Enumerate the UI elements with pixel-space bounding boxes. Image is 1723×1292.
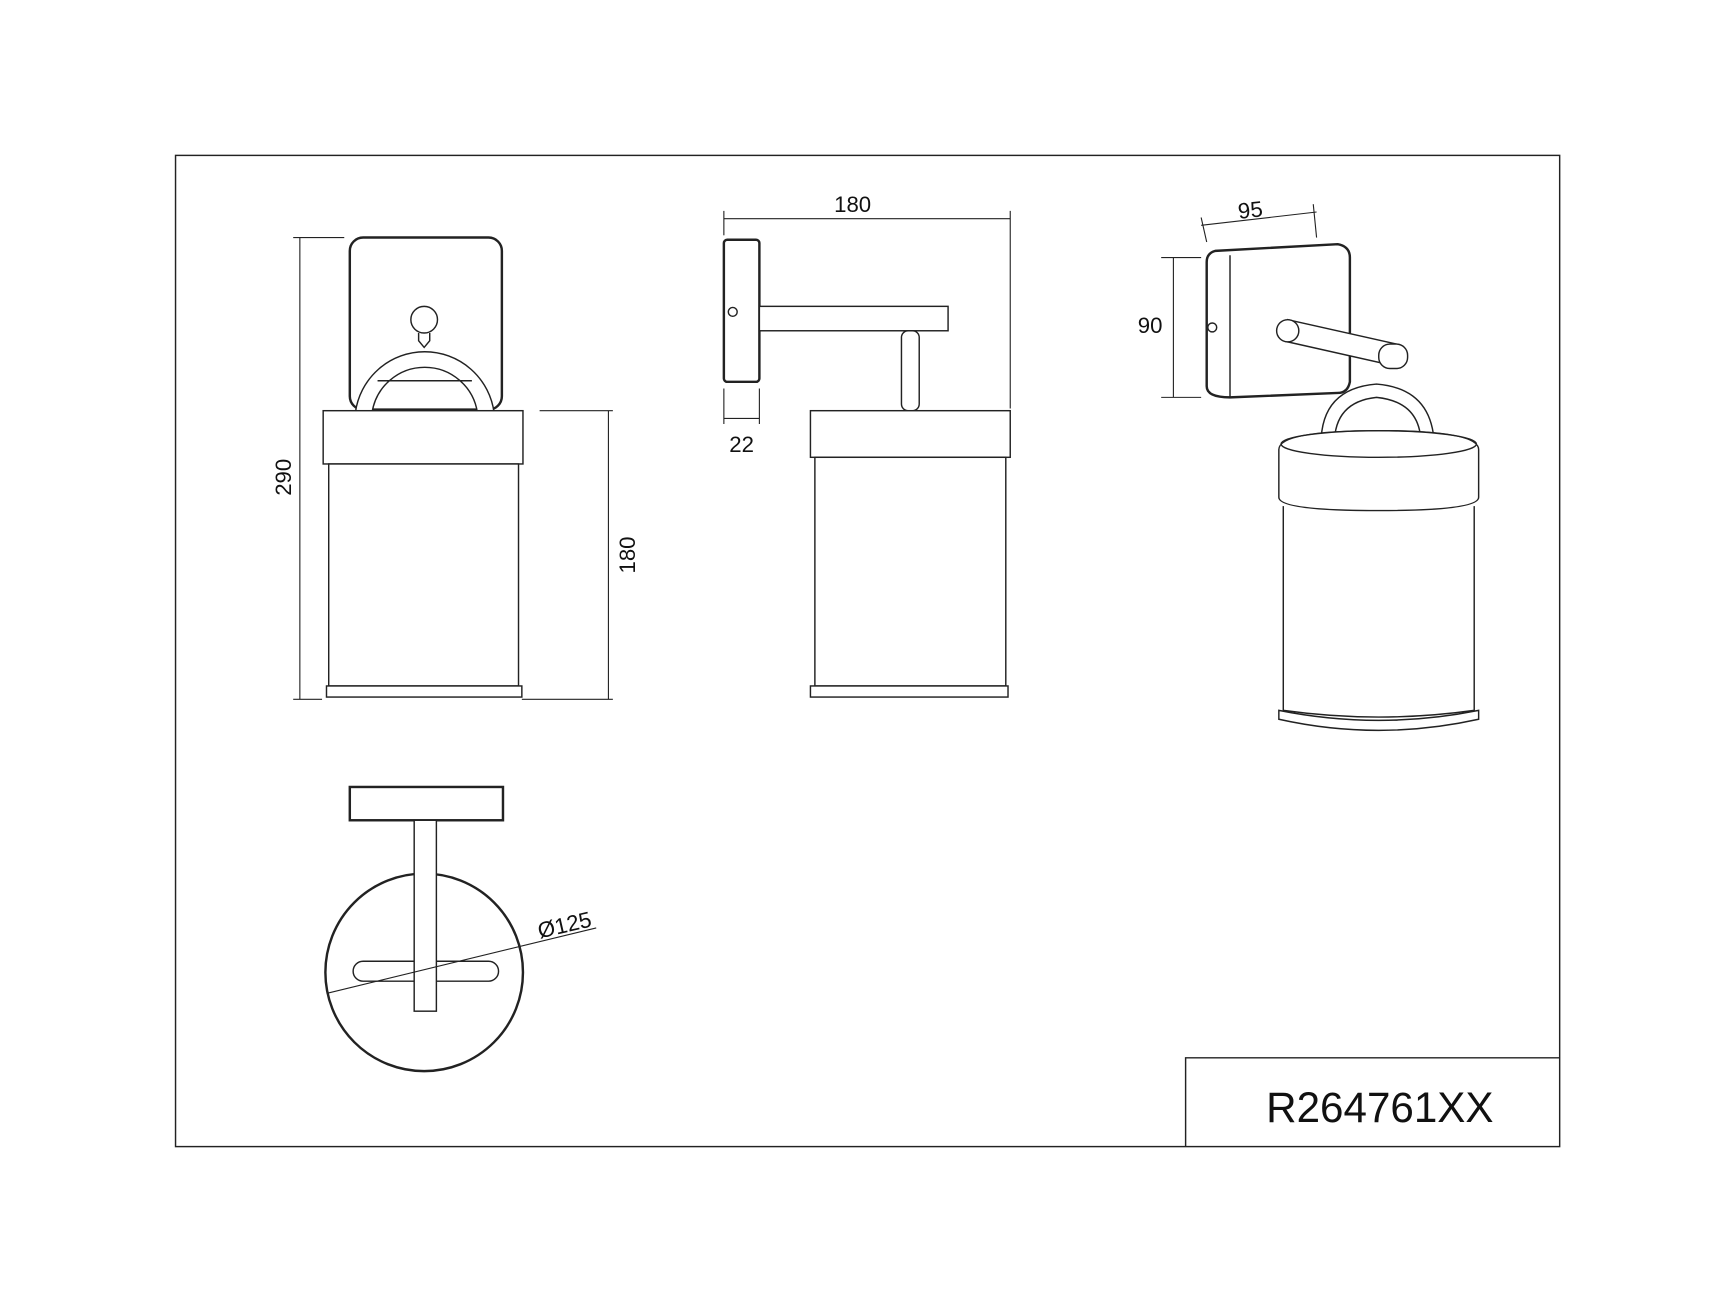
product-code: R264761XX bbox=[1266, 1084, 1493, 1131]
isometric-view: 95 90 bbox=[1138, 196, 1480, 732]
dim-180-height: 180 bbox=[615, 536, 640, 573]
dim-95: 95 bbox=[1237, 196, 1264, 223]
top-view: Ø125 bbox=[324, 785, 597, 1073]
dim-180-projection: 180 bbox=[834, 192, 871, 217]
title-block: R264761XX bbox=[1184, 1057, 1560, 1147]
front-view: 290 180 bbox=[271, 236, 640, 700]
side-view: 180 22 bbox=[722, 192, 1011, 698]
drawing-frame bbox=[174, 154, 1561, 1148]
dim-290: 290 bbox=[271, 459, 296, 496]
dim-22: 22 bbox=[729, 432, 754, 457]
dim-90: 90 bbox=[1138, 313, 1163, 338]
dim-diameter-125: Ø125 bbox=[535, 907, 594, 944]
